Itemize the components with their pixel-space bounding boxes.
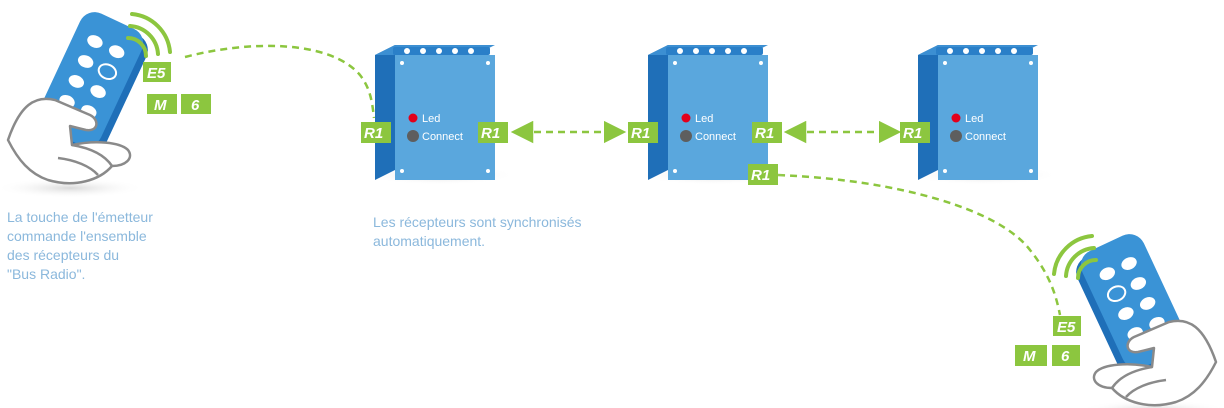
svg-text:E5: E5 bbox=[1057, 319, 1076, 336]
caption-transmitter-controls-all: La touche de l'émetteur commande l'ensem… bbox=[7, 208, 247, 284]
tag-6-left: 6 bbox=[181, 94, 211, 114]
receiver-1-led-label: Led bbox=[422, 113, 440, 125]
receiver-2-led-label: Led bbox=[695, 113, 713, 125]
tag-m-right: M bbox=[1015, 345, 1047, 366]
tag-r1-receiver-2-left: R1 bbox=[628, 122, 658, 143]
svg-text:R1: R1 bbox=[481, 125, 500, 142]
receiver-3: Led Connect bbox=[908, 45, 1058, 185]
svg-text:6: 6 bbox=[1061, 348, 1070, 365]
radio-link-transmitter-to-receiver bbox=[184, 44, 376, 119]
caption-left-line-1: La touche de l'émetteur bbox=[7, 209, 153, 225]
transmitter-left bbox=[0, 4, 172, 200]
caption-left-line-3: des récepteurs du bbox=[7, 247, 120, 263]
caption-left-line-2: commande l'ensemble bbox=[7, 228, 147, 244]
svg-text:R1: R1 bbox=[751, 167, 770, 184]
tag-6-right: 6 bbox=[1052, 345, 1080, 366]
caption-receivers-synchronized: Les récepteurs sont synchronisés automat… bbox=[373, 213, 673, 251]
tag-e5-left: E5 bbox=[143, 62, 171, 82]
svg-text:6: 6 bbox=[191, 97, 200, 114]
caption-mid-line-1: Les récepteurs sont synchronisés bbox=[373, 214, 582, 230]
receiver-3-connect-label: Connect bbox=[965, 131, 1006, 143]
svg-text:E5: E5 bbox=[147, 65, 166, 82]
svg-text:R1: R1 bbox=[631, 125, 650, 142]
tag-r1-receiver-1-left: R1 bbox=[361, 122, 391, 143]
tag-r1-receiver-2-bottom: R1 bbox=[748, 164, 778, 185]
tag-m-left: M bbox=[147, 94, 177, 114]
tag-r1-receiver-2-right: R1 bbox=[752, 122, 782, 143]
receiver-2-connect-label: Connect bbox=[695, 131, 736, 143]
receiver-1: Led Connect bbox=[365, 45, 515, 185]
tag-e5-right: E5 bbox=[1053, 316, 1081, 336]
tag-r1-receiver-1-right: R1 bbox=[478, 122, 508, 143]
tag-r1-receiver-3-left: R1 bbox=[900, 122, 930, 143]
receiver-1-connect-label: Connect bbox=[422, 131, 463, 143]
caption-left-line-4: "Bus Radio". bbox=[7, 266, 86, 282]
svg-text:M: M bbox=[1023, 348, 1036, 365]
svg-text:R1: R1 bbox=[755, 125, 774, 142]
receiver-2: Led Connect bbox=[638, 45, 788, 185]
svg-text:R1: R1 bbox=[903, 125, 922, 142]
svg-text:M: M bbox=[154, 97, 167, 114]
caption-mid-line-2: automatiquement. bbox=[373, 233, 486, 249]
radio-link-receiver-to-transmitter bbox=[777, 173, 1062, 316]
svg-text:R1: R1 bbox=[364, 125, 383, 142]
receiver-3-led-label: Led bbox=[965, 113, 983, 125]
